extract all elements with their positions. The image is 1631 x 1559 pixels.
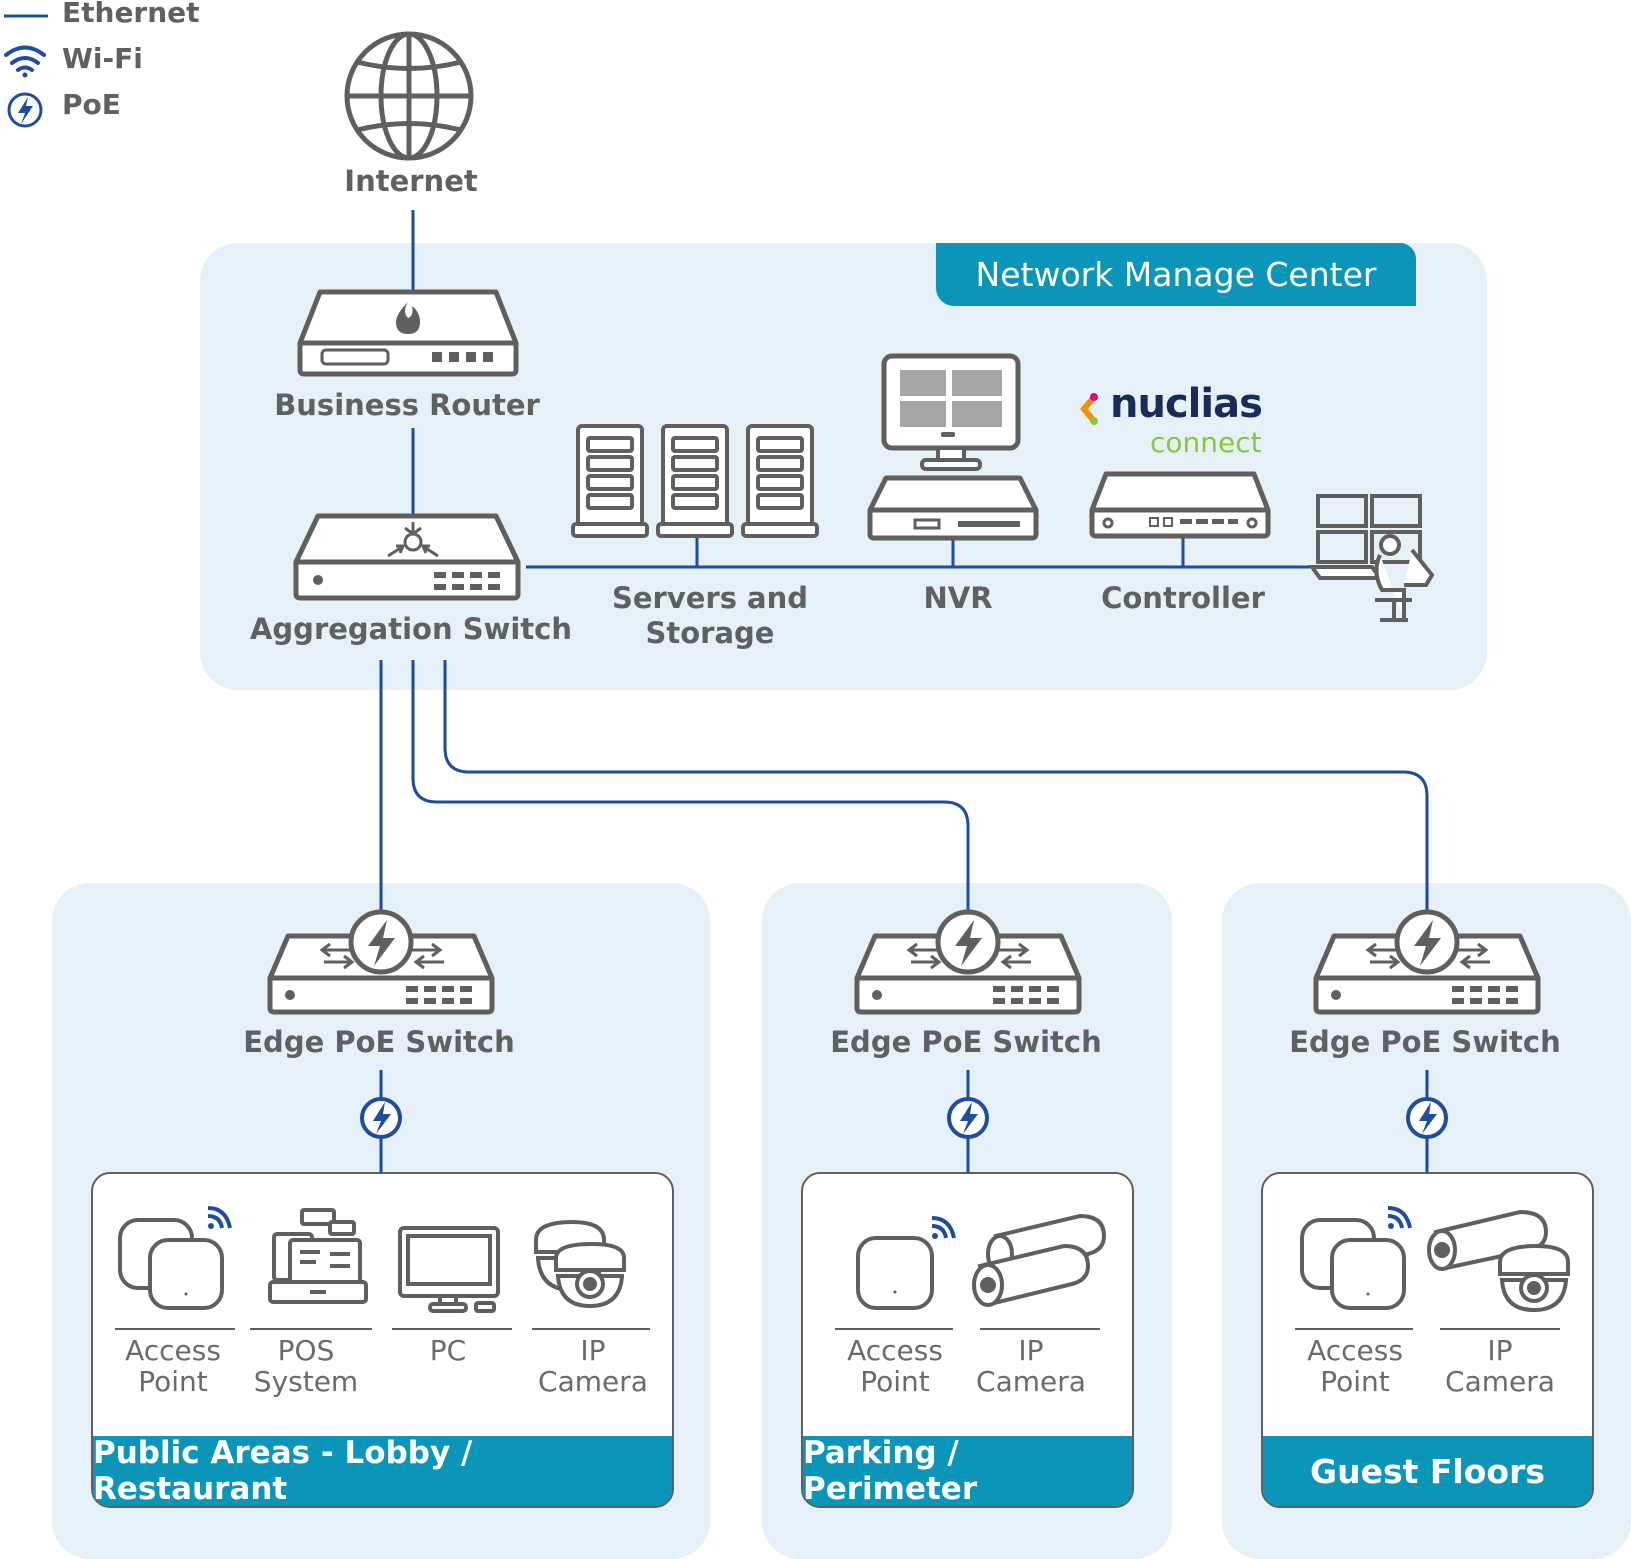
ip-camera-icon [972,1213,1107,1307]
zone-parking-title: Parking / Perimeter [803,1435,1132,1507]
device-label-line1: IP [580,1334,606,1367]
pos-system-icon [268,1208,368,1304]
wifi-signal-icon [1387,1206,1412,1229]
business-router-icon [297,289,519,377]
poe-badge-icon [947,1097,989,1139]
edge-poe-switch-label: Edge PoE Switch [1289,1025,1561,1059]
device-label-line1: Access [1307,1334,1403,1367]
device-label-line1: PC [429,1334,467,1367]
legend-ethernet-label: Ethernet [62,0,200,29]
servers-storage-label-line2: Storage [645,616,775,650]
controller-label: Controller [1101,581,1265,615]
edge-poe-switch-icon [1313,909,1541,1015]
edge-poe-switch-icon [267,909,495,1015]
device-label-line1: Access [125,1334,221,1367]
ethernet-line [443,660,1429,912]
servers-storage-label-line1: Servers and [611,581,809,615]
aggregation-switch-label: Aggregation Switch [249,612,573,646]
nvr-icon [867,353,1039,541]
poe-legend-icon [7,92,43,128]
network-manage-center-panel [200,243,1487,690]
internet-label: Internet [344,164,478,198]
access-point-icon [856,1236,934,1310]
access-point-icon [118,1218,224,1310]
ethernet-lines [379,210,1429,1173]
edge-poe-switch-icon [854,909,1082,1015]
legend-poe-label: PoE [62,88,121,121]
zone-guest-title: Guest Floors [1263,1436,1592,1506]
wifi-signal-icon [931,1216,956,1239]
wifi-legend-icon [4,45,46,78]
connect-wordmark: connect [1150,426,1262,459]
device-label-line2: Point [860,1365,930,1398]
device-label-line1: POS [277,1334,335,1367]
ethernet-line [411,660,970,912]
pc-icon [398,1226,500,1313]
aggregation-switch-icon [293,513,521,601]
device-label-line2: Camera [1445,1365,1555,1398]
device-label-line2: Camera [538,1365,648,1398]
nuclias-connect-logo [1080,393,1098,425]
poe-badge-icon [1406,1097,1448,1139]
device-label-line2: System [253,1365,359,1398]
flame-icon [396,302,420,334]
zone-public-title: Public Areas - Lobby / Restaurant [93,1435,672,1507]
device-label-line1: Access [847,1334,943,1367]
wifi-signal-icon [207,1206,232,1229]
legend-wifi-label: Wi-Fi [62,42,143,75]
device-label-line2: Camera [976,1365,1086,1398]
device-label-line1: IP [1487,1334,1513,1367]
edge-poe-switch-label: Edge PoE Switch [243,1025,515,1059]
business-router-label: Business Router [274,388,540,422]
network-manage-center-title: Network Manage Center [936,243,1416,306]
device-label-line2: Point [138,1365,208,1398]
device-label-line1: IP [1018,1334,1044,1367]
operator-workstation-icon [1308,494,1435,622]
servers-storage-icon [571,424,819,538]
poe-badge-icon [360,1097,402,1139]
nvr-label: NVR [923,581,993,615]
ip-camera-icon [1427,1209,1570,1313]
access-point-icon [1300,1218,1406,1310]
nuclias-wordmark: nuclias [1110,381,1263,427]
controller-icon [1089,471,1271,539]
internet-globe-icon [344,31,474,161]
device-label-line2: Point [1320,1365,1390,1398]
ip-camera-icon [534,1219,626,1309]
edge-poe-switch-label: Edge PoE Switch [830,1025,1102,1059]
